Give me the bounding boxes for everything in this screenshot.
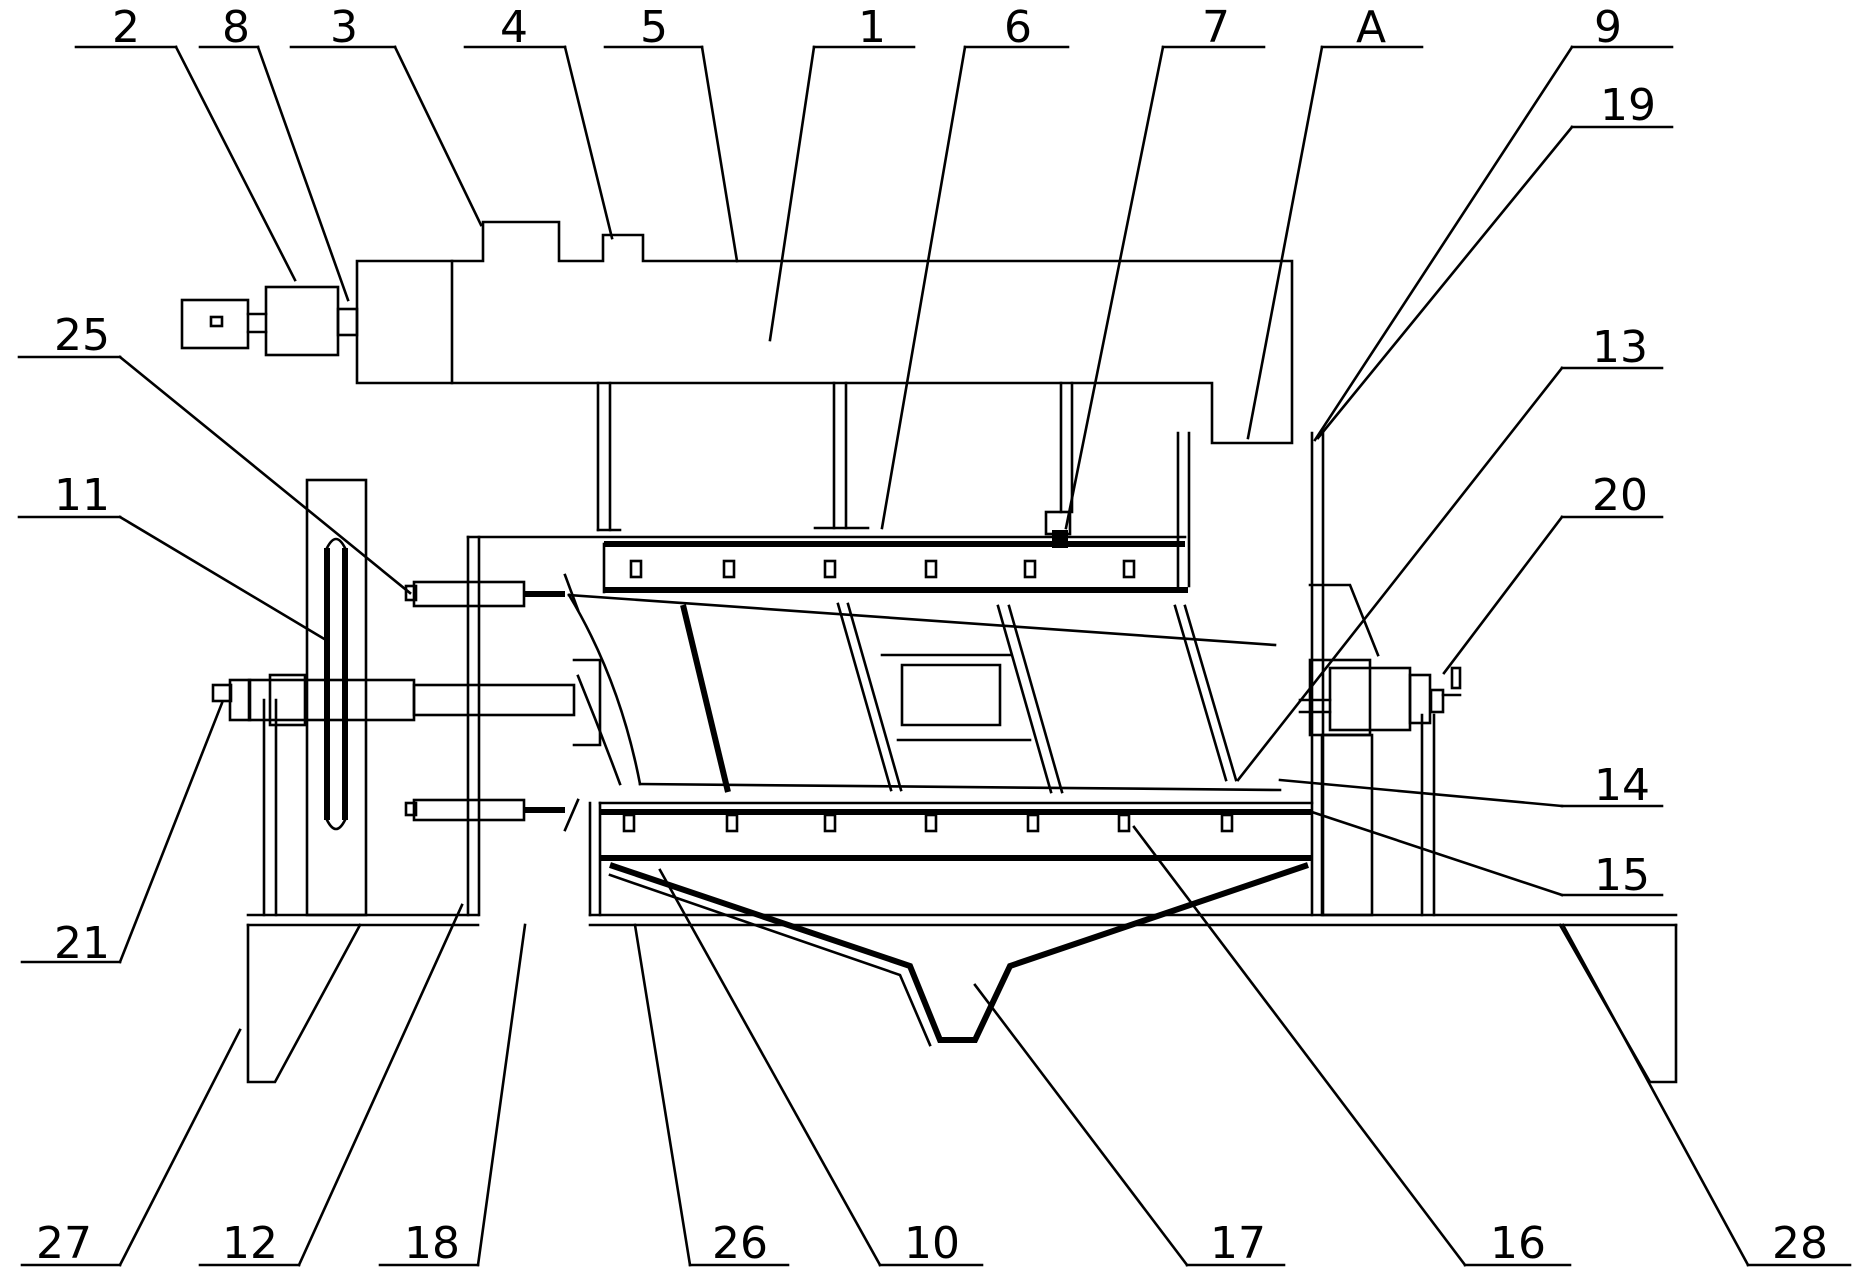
label-26: 26 xyxy=(712,1218,768,1269)
label-4: 4 xyxy=(500,2,528,53)
label-14: 14 xyxy=(1594,760,1650,811)
label-8: 8 xyxy=(222,2,250,53)
label-2: 2 xyxy=(112,2,140,53)
leader-lines xyxy=(17,45,1852,1267)
left-shaft xyxy=(247,573,602,832)
hangers xyxy=(596,381,1191,588)
label-10: 10 xyxy=(904,1218,960,1269)
label-6: 6 xyxy=(1004,2,1032,53)
label-16: 16 xyxy=(1490,1218,1546,1269)
hopper xyxy=(608,862,1309,1047)
label-9: 9 xyxy=(1594,2,1622,53)
label-18: 18 xyxy=(404,1218,460,1269)
upper-screen xyxy=(466,535,1188,917)
label-11: 11 xyxy=(54,470,110,521)
motor xyxy=(180,285,359,357)
label-17: 17 xyxy=(1210,1218,1266,1269)
label-20: 20 xyxy=(1592,470,1648,521)
label-25: 25 xyxy=(54,310,110,361)
top-beam xyxy=(355,220,1294,445)
label-5: 5 xyxy=(640,2,668,53)
label-A: A xyxy=(1356,2,1386,53)
part-labels: 2 8 3 4 5 1 6 7 A 9 19 25 13 11 20 14 15… xyxy=(36,2,1828,1269)
pulley xyxy=(211,478,368,917)
label-28: 28 xyxy=(1772,1218,1828,1269)
label-13: 13 xyxy=(1592,322,1648,373)
label-19: 19 xyxy=(1600,80,1656,131)
label-27: 27 xyxy=(36,1218,92,1269)
label-15: 15 xyxy=(1594,850,1650,901)
label-3: 3 xyxy=(330,2,358,53)
label-12: 12 xyxy=(222,1218,278,1269)
label-1: 1 xyxy=(858,2,886,53)
drum xyxy=(567,593,1282,794)
label-21: 21 xyxy=(54,918,110,969)
right-bearing xyxy=(1298,431,1462,917)
label-7: 7 xyxy=(1202,2,1230,53)
base-frame xyxy=(246,698,1678,1084)
lower-screen xyxy=(588,801,1314,917)
